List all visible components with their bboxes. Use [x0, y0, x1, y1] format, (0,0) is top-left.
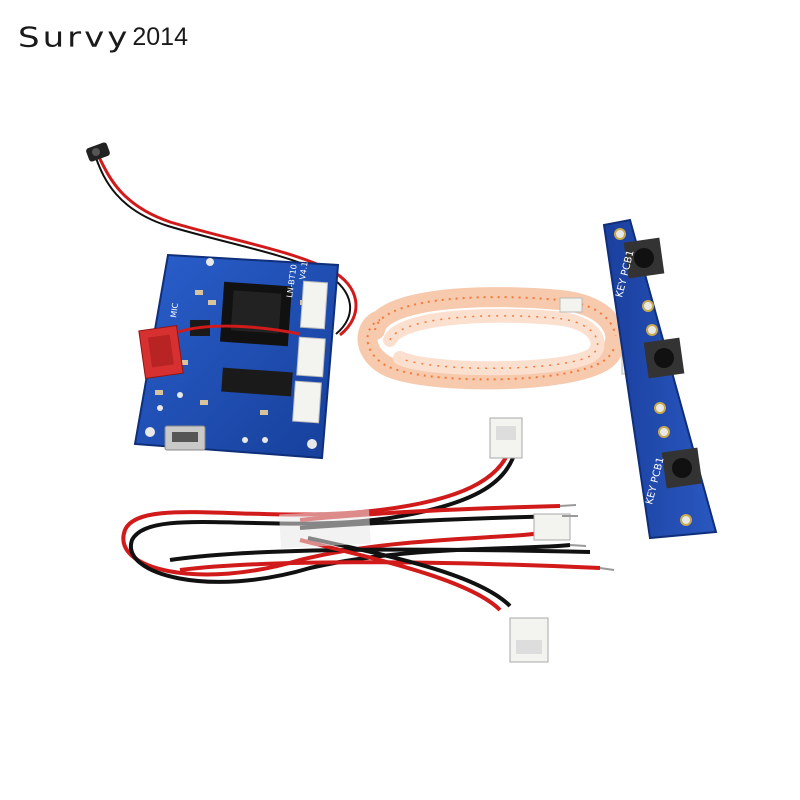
- microphone: [86, 142, 358, 337]
- ribbon-connector-end: [559, 297, 583, 313]
- connector-right-top: [299, 280, 329, 330]
- jst-connector-bottom: [509, 617, 549, 663]
- brand-name: Survy: [18, 21, 131, 54]
- connector-right-mid: [296, 336, 326, 378]
- amplifier-ic: [221, 367, 293, 397]
- key-pcb: KEY PCB1 KEY PCB1: [602, 218, 718, 540]
- tactile-button-3: [661, 447, 703, 489]
- ribbon-cable: [357, 287, 635, 390]
- heat-shrink-sleeve: [279, 509, 371, 549]
- mic-wire-black: [95, 157, 352, 335]
- brand-watermark: Survy 2014: [18, 14, 188, 58]
- label-mic: MIC: [169, 302, 180, 318]
- connector-right-bottom: [292, 380, 322, 424]
- jst-connector-middle: [533, 513, 571, 541]
- label-version: V4.1: [298, 261, 309, 280]
- tactile-button-1: [623, 237, 665, 279]
- mic-wire-red: [96, 154, 358, 337]
- jst-connector-top: [489, 417, 523, 459]
- tactile-button-2: [643, 337, 685, 379]
- brand-year: 2014: [132, 23, 188, 51]
- bluetooth-board: LN-BT10 V4.1 MIC: [133, 253, 340, 460]
- wire-harness: [121, 417, 615, 663]
